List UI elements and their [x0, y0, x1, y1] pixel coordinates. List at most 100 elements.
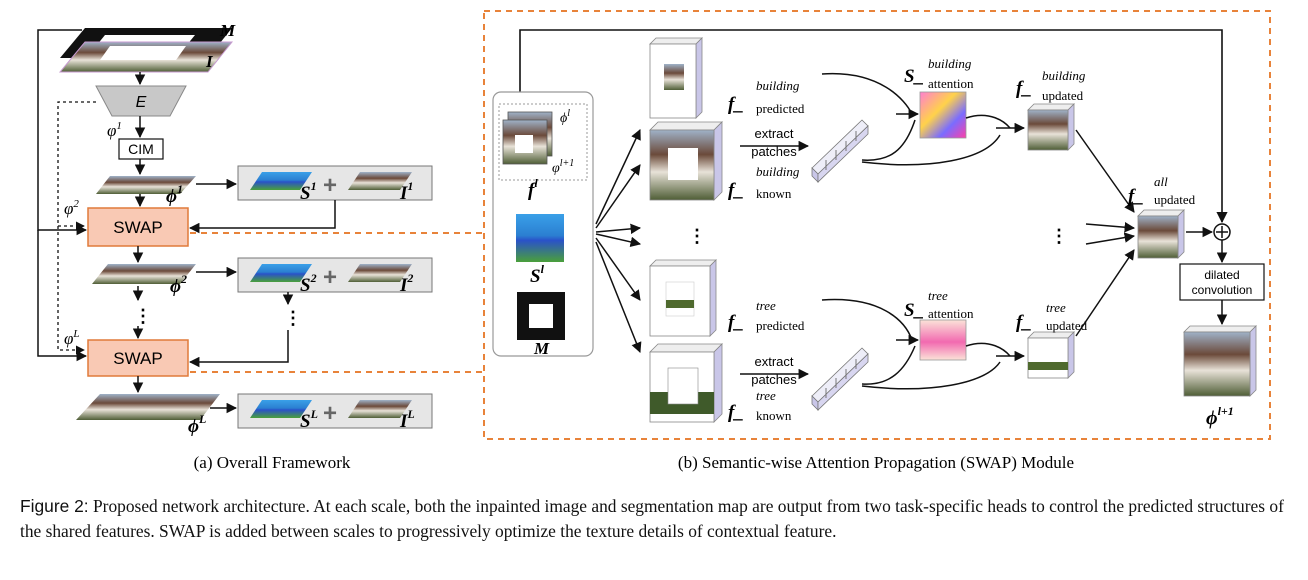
mask-map-label: M: [533, 339, 550, 358]
f-tree-known: f_: [728, 402, 744, 423]
img-hat-label-1: I1: [399, 179, 413, 204]
curve-patches-tree-out: [861, 361, 1001, 390]
arrow-building-to-all: [1075, 129, 1135, 213]
extract-label-2: extract: [754, 354, 793, 369]
cim-label: CIM: [128, 141, 154, 157]
feature-L-label: ϕL: [188, 412, 206, 437]
phiL-symbol: φL: [64, 328, 80, 348]
mask-feedback-line: [37, 29, 88, 236]
seg-output-1: [250, 172, 312, 190]
tree-sup-1: tree: [756, 298, 776, 313]
plus-2: +: [323, 264, 337, 291]
patch-stack-tree: [811, 347, 869, 411]
building-sup-1: building: [756, 78, 800, 93]
figure-caption-text: Proposed network architecture. At each s…: [20, 496, 1284, 541]
swap-block-L[interactable]: [87, 339, 189, 377]
plus-1: +: [323, 172, 337, 199]
building-sup-3: building: [928, 56, 972, 71]
feature-2-image: [92, 264, 196, 284]
extract-label-1: extract: [754, 126, 793, 141]
dilated-label-2: convolution: [1192, 283, 1253, 297]
figure-caption-label: Figure 2:: [20, 496, 89, 516]
phi1-symbol: φ1: [107, 120, 122, 140]
s-tree-attention: S_: [904, 300, 924, 321]
arrow-to-middle-1: [595, 223, 642, 235]
curve-tree-patches: [861, 345, 916, 385]
tree-known-cube: [649, 343, 723, 423]
phi2-symbol: φ2: [64, 198, 79, 218]
updated-sub-3: updated: [1154, 192, 1196, 207]
tree-sup-4: tree: [1046, 300, 1066, 315]
updated-sub-2: updated: [1046, 318, 1088, 333]
swap-label-L: SWAP: [113, 349, 162, 368]
encoder-label: E: [136, 94, 147, 111]
swap-block-1[interactable]: [87, 207, 189, 247]
arrow-to-middle-2: [595, 233, 642, 248]
tree-sup-2: tree: [756, 388, 776, 403]
seg-map: [516, 214, 564, 262]
seg-map-label: Sl: [530, 262, 545, 287]
curve-building-patches: [861, 119, 916, 161]
attention-sub-2: attention: [928, 306, 974, 321]
patches-label-1b: patches: [751, 144, 797, 159]
attention-building: [919, 91, 967, 139]
seg-output-L: [250, 400, 312, 418]
curve-building-pred: [821, 72, 913, 115]
s-building-attention: S_: [904, 66, 924, 87]
arrow-to-tree-known: [595, 241, 642, 353]
image-label: I: [205, 52, 214, 71]
phi-dashed-line: [57, 101, 96, 231]
dilated-label-1: dilated: [1204, 268, 1239, 282]
left-panel: M I E φ1 CIM ϕ1 S1 + I1 φ2: [37, 21, 484, 472]
building-predicted-cube: [649, 37, 703, 119]
img-hat-label-2: I2: [399, 271, 413, 296]
f-feature-hole: [515, 135, 533, 153]
attention-tree: [919, 319, 967, 361]
f-tree-updated: f_: [1016, 312, 1032, 333]
known-sub-1: known: [756, 186, 792, 201]
all-sup: all: [1154, 174, 1168, 189]
img-hat-label-L: IL: [399, 407, 415, 432]
predicted-sub-1: predicted: [756, 101, 805, 116]
phi-l-label: ϕl: [560, 108, 570, 126]
f-l-label: fl: [528, 176, 538, 201]
mask-label: M: [219, 21, 236, 40]
arrow-to-building-known: [595, 164, 641, 229]
heads1-to-swap: [188, 200, 336, 234]
encoder-block: [95, 85, 187, 117]
arrow-to-building-predicted: [595, 129, 641, 225]
predicted-sub-2: predicted: [756, 318, 805, 333]
skip-connection: [519, 29, 1228, 224]
curve-tree-pred: [821, 298, 913, 341]
img-output-L: [348, 400, 412, 418]
f-building-updated: f_: [1016, 78, 1032, 99]
vdots-middle-1: ⋮: [688, 226, 706, 246]
tree-sup-3: tree: [928, 288, 948, 303]
varphi-label: φl+1: [552, 158, 574, 176]
feature-1-label: ϕ1: [166, 182, 183, 207]
input-image-hole: [100, 46, 186, 60]
swap-label-1: SWAP: [113, 218, 162, 237]
seg-hat-label-1: S1: [300, 179, 317, 204]
curve-attn-building-out: [965, 114, 1011, 129]
feature-1-image: [96, 176, 196, 194]
plus-L: +: [323, 400, 337, 427]
tree-predicted-cube: [649, 259, 717, 337]
figure-caption: Figure 2: Proposed network architecture.…: [20, 494, 1290, 544]
f-tree-predicted: f_: [728, 312, 744, 333]
f-all-updated-cube: [1137, 209, 1185, 259]
curve-patches-building-out: [861, 134, 1001, 166]
dilated-conv-box: [1179, 263, 1265, 301]
curve-attn-tree-out: [965, 342, 1011, 357]
output-feature-cube: [1183, 325, 1257, 397]
left-panel-caption: (a) Overall Framework: [194, 453, 351, 472]
arrow-to-tree-predicted: [595, 237, 641, 301]
seg-hat-label-L: SL: [300, 407, 318, 432]
vdots-middle-2: ⋮: [1050, 226, 1068, 246]
seg-hat-label-2: S2: [300, 271, 317, 296]
updated-building-cube: [1027, 103, 1075, 151]
vdots-right: ⋮: [284, 308, 302, 328]
patch-stack-building: [811, 119, 869, 183]
updated-sub-1: updated: [1042, 88, 1084, 103]
mask-map-hole: [529, 304, 553, 328]
